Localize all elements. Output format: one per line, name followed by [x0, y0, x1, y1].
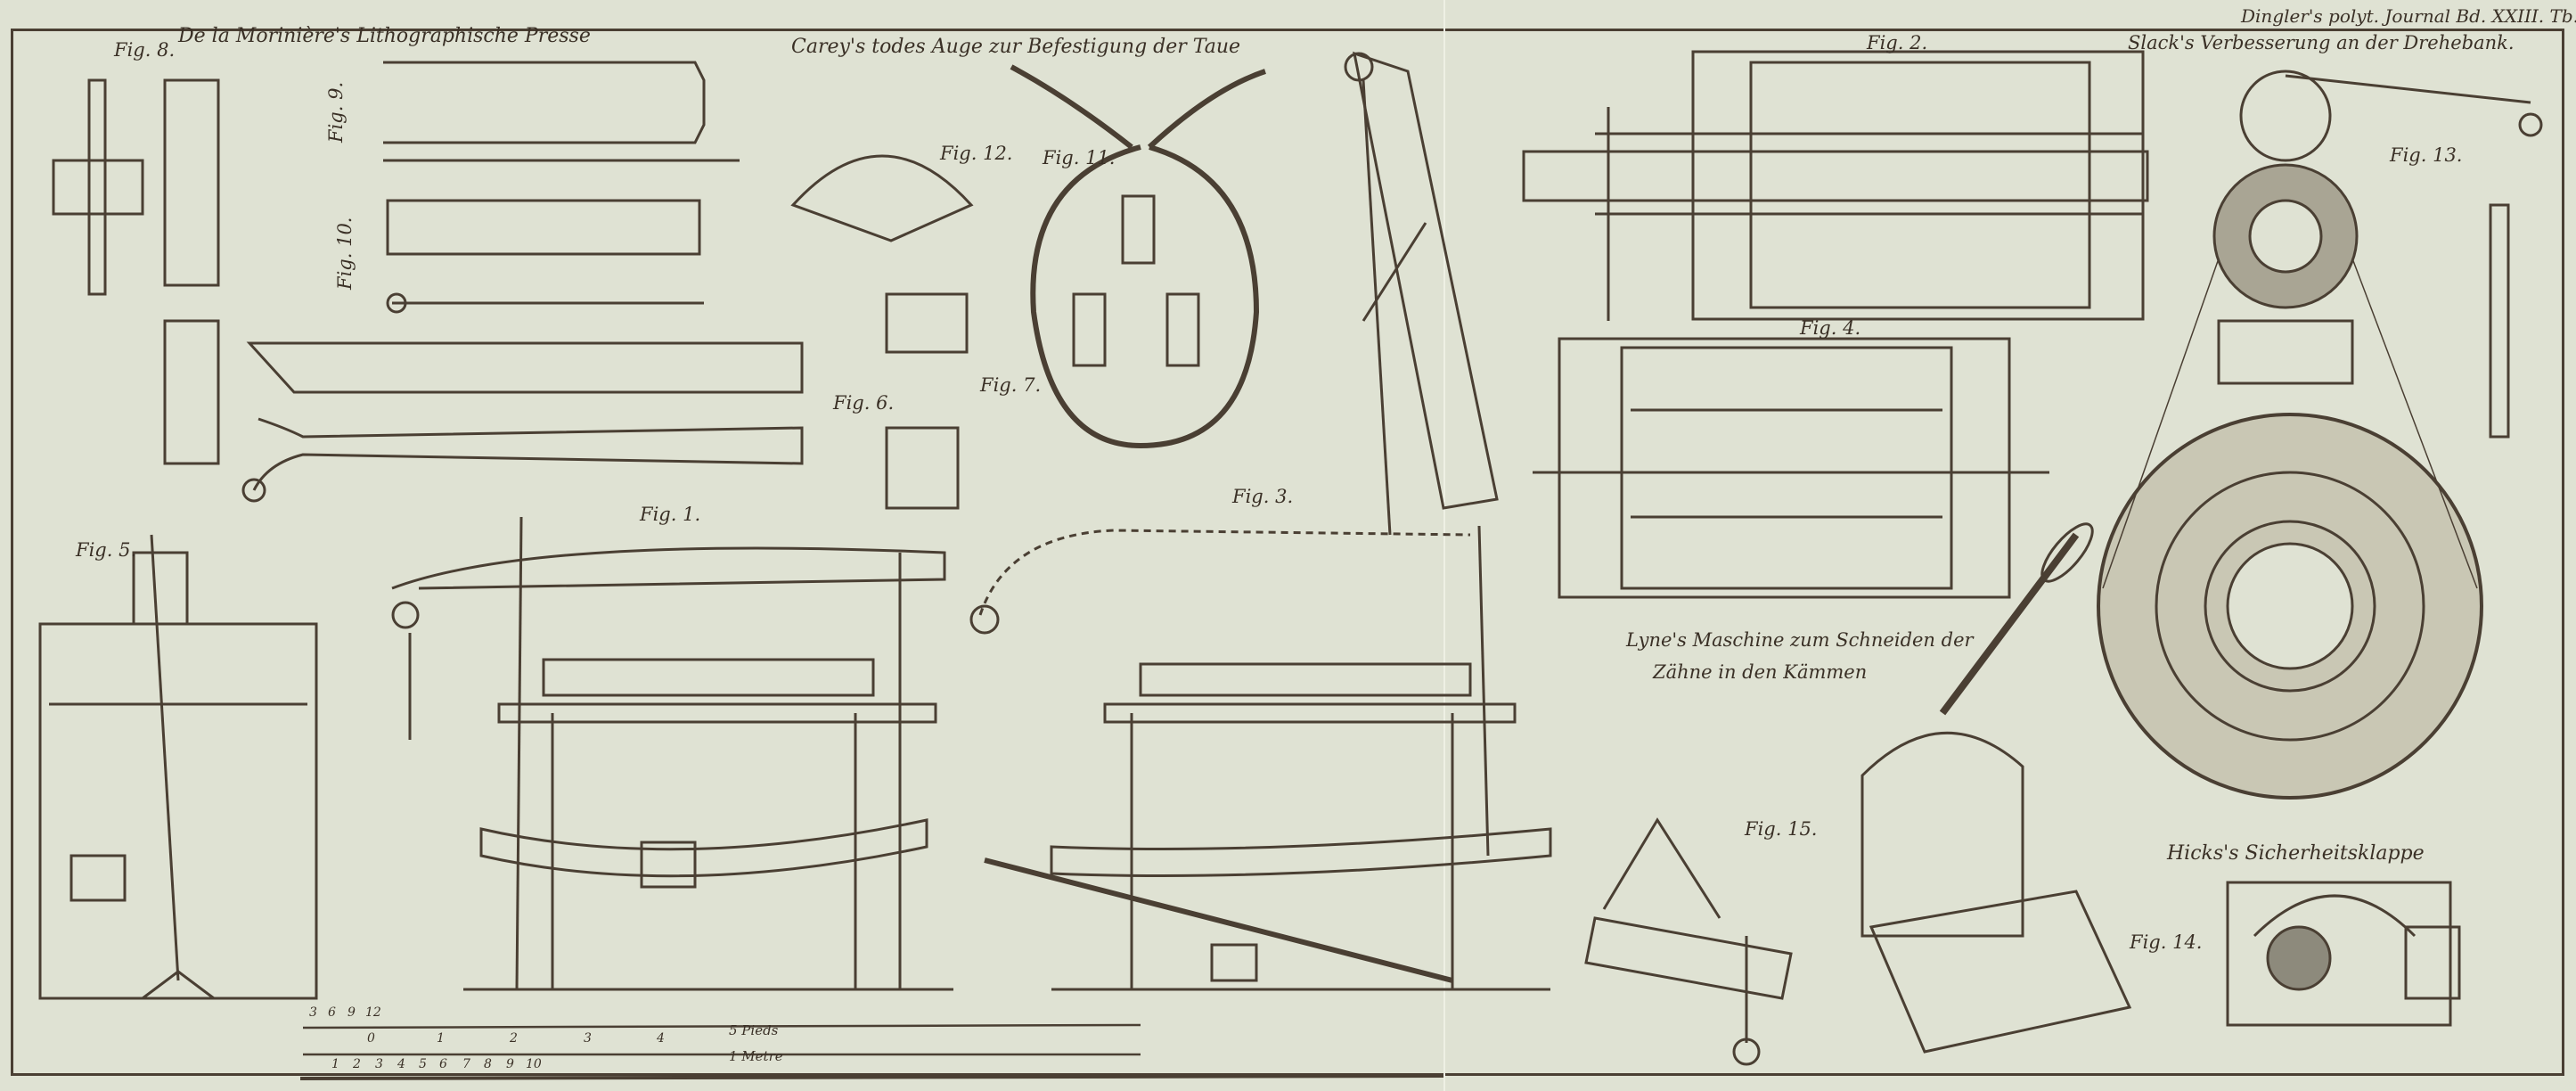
title-hicks-valve: Hicks's Sicherheitsklappe	[2167, 842, 2425, 865]
metre-tick: 1	[331, 1057, 339, 1071]
fig5-label: Fig. 5.	[76, 539, 137, 561]
title-careys-eye: Carey's todes Auge zur Befestigung der T…	[791, 36, 1241, 58]
fig10-label: Fig. 10.	[334, 217, 356, 290]
fig2-drawing	[1522, 50, 2149, 321]
pieds-tick: 1	[437, 1031, 445, 1046]
pieds-unit-label: 5 Pieds	[729, 1022, 779, 1038]
fig5-drawing	[38, 534, 318, 1000]
fig8-drawing	[52, 78, 220, 465]
fig4-label: Fig. 4.	[1800, 317, 1861, 339]
pieds-tick: 0	[367, 1031, 375, 1046]
metre-tick: 4	[397, 1057, 405, 1071]
fig6-label: Fig. 6.	[833, 392, 895, 414]
metre-tick: 2	[353, 1057, 361, 1071]
fig12-6-7-drawing	[790, 154, 974, 510]
title-lynes-machine-2: Zähne in den Kämmen	[1653, 661, 1868, 683]
fig9-label: Fig. 9.	[325, 81, 347, 143]
title-slacks-lathe: Slack's Verbesserung an der Drehebank.	[2128, 32, 2515, 53]
metre-tick: 6	[439, 1057, 447, 1071]
fig8-label: Fig. 8.	[114, 39, 176, 61]
metre-tick: 7	[462, 1057, 470, 1071]
fig14-drawing	[2226, 881, 2461, 1027]
pieds-inch-tick: 3	[309, 1005, 317, 1020]
metre-unit-label: 1 Metre	[729, 1048, 783, 1064]
fig4-drawing	[1533, 337, 2049, 599]
fig9-10-drawing	[241, 61, 804, 503]
fig11-label: Fig. 11.	[1043, 147, 1116, 168]
fig1-drawing	[391, 516, 953, 991]
metre-tick: 9	[506, 1057, 514, 1071]
metre-tick: 10	[526, 1057, 542, 1071]
pieds-inch-tick: 6	[328, 1005, 336, 1020]
fig13-drawing	[2097, 70, 2543, 800]
pieds-inch-tick: 12	[365, 1005, 381, 1020]
fig14-label: Fig. 14.	[2130, 931, 2203, 953]
fig15-label: Fig. 15.	[1745, 818, 1818, 840]
fig13-label: Fig. 13.	[2390, 144, 2463, 166]
fig2-label: Fig. 2.	[1867, 32, 1928, 53]
fig1-label: Fig. 1.	[640, 504, 701, 525]
fig7-label: Fig. 7.	[980, 374, 1042, 396]
scale-bars	[299, 1023, 1444, 1080]
pieds-inch-tick: 9	[348, 1005, 356, 1020]
pieds-tick: 2	[510, 1031, 518, 1046]
title-lynes-machine-1: Lyne's Maschine zum Schneiden der	[1626, 629, 1974, 651]
metre-tick: 8	[484, 1057, 492, 1071]
pieds-tick: 3	[584, 1031, 592, 1046]
fig11-drawing	[1010, 64, 1266, 449]
fig12-label: Fig. 12.	[940, 143, 1013, 164]
metre-tick: 3	[375, 1057, 383, 1071]
title-morinieres-press: De la Morinière's Lithographische Presse	[178, 25, 591, 47]
metre-tick: 5	[419, 1057, 427, 1071]
journal-header: Dingler's polyt. Journal Bd. XXIII. Tb. …	[2241, 5, 2576, 27]
fold-line	[1443, 0, 1445, 1091]
fig3-label: Fig. 3.	[1232, 486, 1294, 507]
fig3-drawing	[969, 51, 1552, 991]
pieds-tick: 4	[657, 1031, 665, 1046]
fig15-drawing	[1584, 522, 2132, 1066]
